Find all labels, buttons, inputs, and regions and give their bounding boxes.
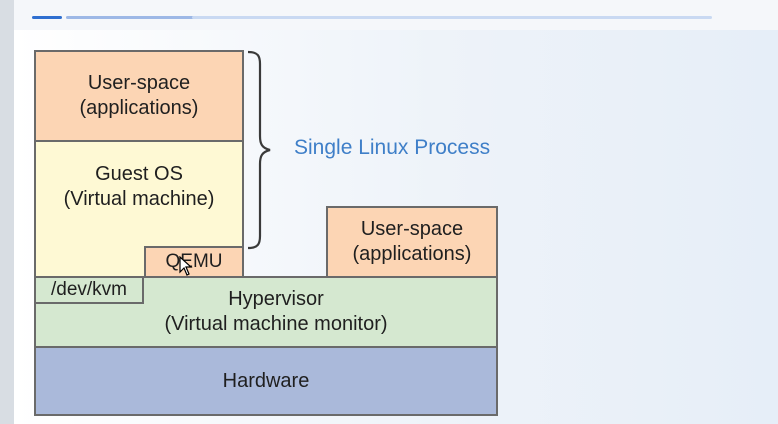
- window-left-edge: [0, 0, 14, 424]
- hardware-box: Hardware: [34, 346, 498, 416]
- hypervisor-box: Hypervisor (Virtual machine monitor): [34, 276, 498, 348]
- host-userspace-box: User-space (applications): [326, 206, 498, 278]
- guest-os-line2: (Virtual machine): [63, 188, 215, 210]
- guest-userspace-box: User-space (applications): [34, 50, 244, 142]
- guest-userspace-line1: User-space: [87, 72, 191, 94]
- single-linux-process-label: Single Linux Process: [294, 136, 491, 159]
- toolbar-segment: [192, 16, 712, 19]
- hypervisor-line1: Hypervisor: [228, 288, 324, 310]
- hypervisor-line2: (Virtual machine monitor): [164, 313, 388, 335]
- toolbar-segment: [66, 16, 196, 19]
- guest-os-line1: Guest OS: [95, 163, 183, 185]
- qemu-box: QEMU: [144, 246, 244, 278]
- mouse-cursor-icon: [179, 256, 193, 276]
- qemu-label: QEMU: [165, 251, 223, 273]
- toolbar-segment: [32, 16, 62, 19]
- devkvm-box: /dev/kvm: [34, 276, 144, 304]
- hardware-label: Hardware: [222, 369, 310, 392]
- host-userspace-line2: (applications): [352, 243, 472, 265]
- host-userspace-line1: User-space: [360, 218, 464, 240]
- process-brace: [247, 50, 271, 250]
- toolbar-strip: [14, 0, 778, 30]
- devkvm-label: /dev/kvm: [50, 279, 128, 301]
- guest-userspace-line2: (applications): [79, 97, 199, 119]
